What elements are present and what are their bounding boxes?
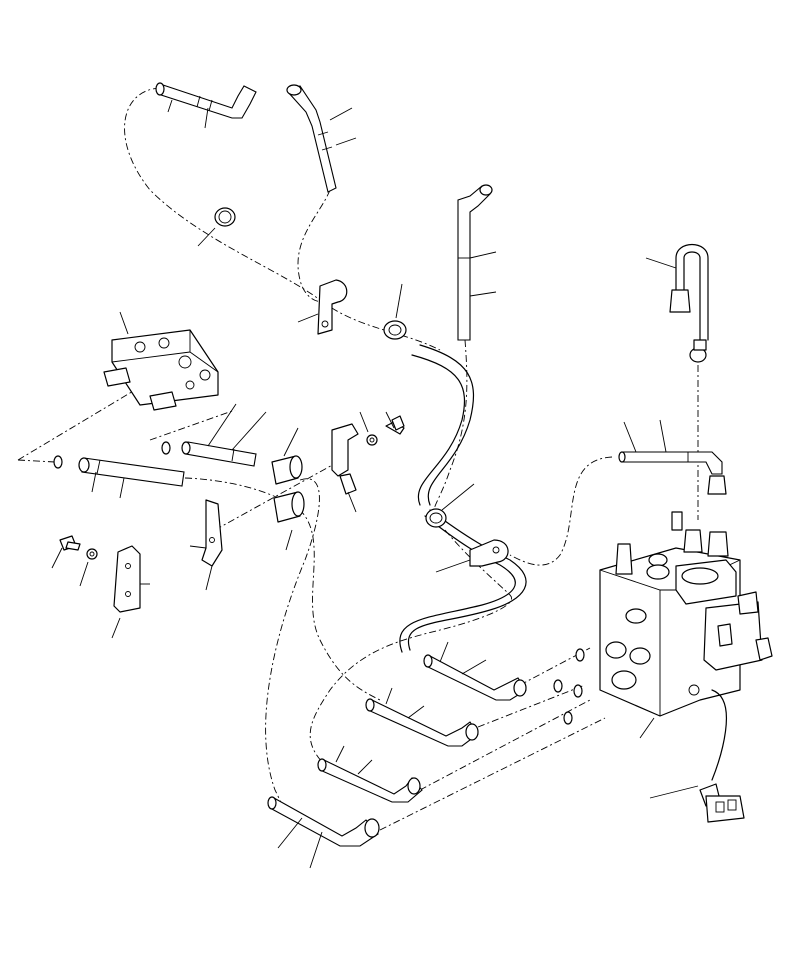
bracket-1 <box>331 423 359 513</box>
hose-lower-3 <box>317 745 423 803</box>
hose-lower-4 <box>267 796 380 869</box>
control-valve <box>599 511 773 781</box>
hose-lower-2 <box>365 687 479 747</box>
harness-connector <box>649 783 745 823</box>
routing-lines <box>17 87 699 831</box>
bracket-2 <box>189 499 223 591</box>
hose-upper-middle <box>286 84 357 193</box>
clamp-ring-3 <box>425 483 475 528</box>
washer-1 <box>359 411 378 446</box>
hose-lower-1 <box>423 641 527 701</box>
bolt-2 <box>51 535 81 569</box>
tube-vertical <box>457 184 497 341</box>
sleeve-1 <box>271 427 303 485</box>
o-ring-2 <box>53 455 63 469</box>
hose-upper-left <box>155 82 257 129</box>
o-ring-1 <box>161 441 171 455</box>
p-clamp-lower <box>435 539 509 573</box>
adapter-hose-1 <box>181 403 267 467</box>
block-valve-left <box>103 311 219 411</box>
u-tube-right <box>645 244 709 363</box>
clamp-ring-2 <box>383 283 407 340</box>
hose-right <box>618 419 727 495</box>
adapter-hose-2 <box>78 457 185 499</box>
valve-o-rings <box>553 648 585 725</box>
p-clamp-upper <box>297 279 348 335</box>
bolt-1 <box>385 411 405 435</box>
washer-2 <box>79 548 98 587</box>
sleeve-2 <box>273 491 305 551</box>
bracket-3 <box>111 545 150 639</box>
clamp-ring-1 <box>197 207 236 247</box>
hose-routing <box>399 344 527 653</box>
